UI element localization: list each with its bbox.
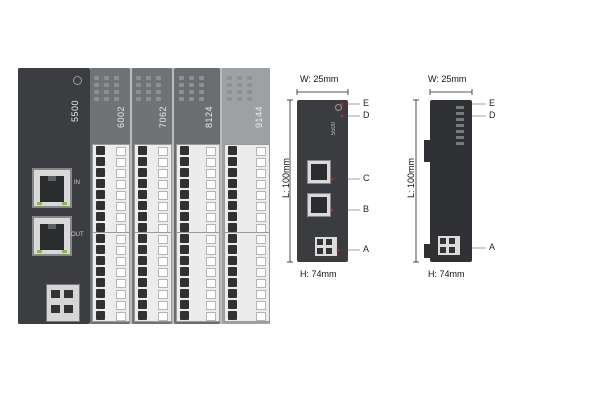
callout-b: B	[363, 204, 370, 214]
front-device-body: 5500	[297, 100, 348, 262]
callout-d: D	[363, 110, 370, 120]
front-height-label: H: 74mm	[300, 269, 337, 279]
module-id-label: 5500	[70, 100, 80, 123]
callout-c: C	[363, 173, 370, 183]
din-clip	[424, 244, 430, 258]
port-out-label: OUT	[71, 232, 84, 238]
front-view-diagram: W: 25mm L: 100mm 5500	[280, 70, 410, 290]
led-array	[94, 76, 120, 101]
module-id-label: 7062	[158, 106, 168, 129]
front-led-icon	[335, 104, 342, 111]
ethernet-port-in	[32, 168, 72, 208]
front-callout-lines	[330, 102, 360, 252]
din-clip	[424, 140, 430, 162]
module-id-label: 6002	[116, 106, 126, 129]
side-view-diagram: W: 25mm L: 100mm E D A H: 74mm	[402, 70, 532, 290]
led-icon	[456, 112, 464, 115]
led-icon	[456, 106, 464, 109]
side-width-label: W: 25mm	[428, 74, 467, 84]
led-icon	[456, 130, 464, 133]
led-array	[227, 76, 253, 101]
front-power-connector	[315, 237, 337, 256]
front-dimension-lines	[287, 89, 349, 263]
led-array	[136, 76, 162, 101]
terminal-block	[176, 144, 220, 234]
coupler-module: 5500 IN OUT	[18, 68, 90, 324]
terminal-block	[224, 144, 270, 234]
led-array	[179, 76, 205, 101]
callout-e: E	[363, 98, 370, 108]
module-id-label: 9144	[254, 106, 264, 129]
side-length-label: L: 100mm	[406, 158, 416, 199]
front-ethernet-port-in	[307, 160, 331, 184]
terminal-block	[224, 232, 270, 322]
led-icon	[456, 136, 464, 139]
front-width-label: W: 25mm	[300, 74, 339, 84]
terminal-block	[176, 232, 220, 322]
ethernet-port-out	[32, 216, 72, 256]
terminal-block	[134, 144, 172, 234]
led-icon	[456, 124, 464, 127]
power-connector	[46, 284, 80, 322]
side-height-label: H: 74mm	[428, 269, 465, 279]
front-ethernet-port-out	[307, 193, 331, 217]
side-device-body	[424, 100, 472, 262]
terminal-block	[92, 232, 130, 322]
module-id-label: 8124	[204, 106, 214, 129]
side-callout-a: A	[489, 242, 496, 252]
terminal-block	[134, 232, 172, 322]
side-callout-e: E	[489, 98, 496, 108]
side-callout-d: D	[489, 110, 496, 120]
led-icon	[456, 142, 464, 145]
terminal-block	[92, 144, 130, 234]
side-power-connector	[438, 236, 460, 255]
callout-a: A	[363, 244, 370, 254]
port-in-label: IN	[74, 180, 80, 186]
product-photo: 5500 IN OUT 6002 7062 8124	[18, 68, 270, 324]
status-led-icon	[73, 76, 82, 85]
led-icon	[456, 118, 464, 121]
